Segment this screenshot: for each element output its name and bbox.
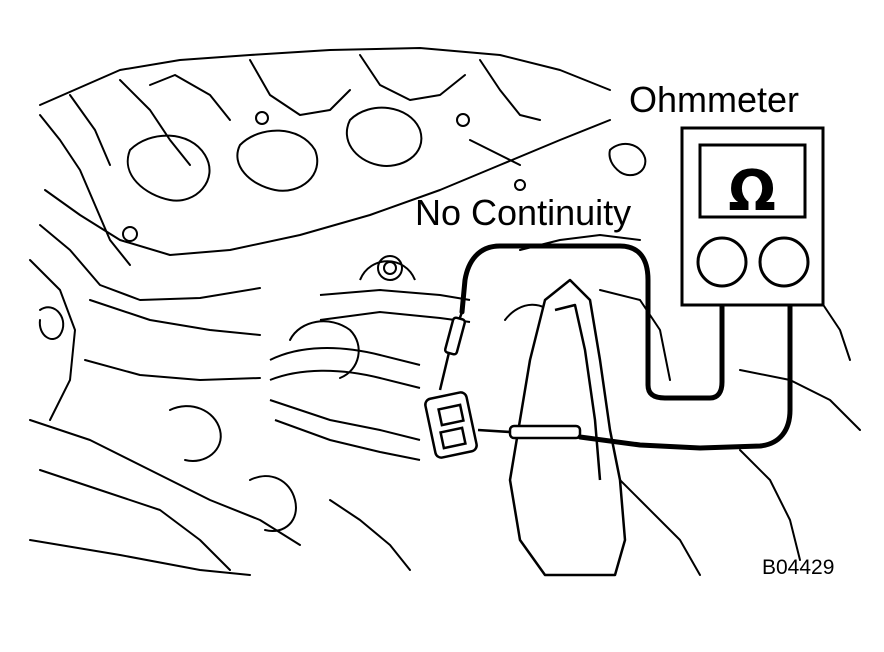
no-continuity-label: No Continuity	[415, 192, 632, 233]
ohmmeter-terminal-right	[758, 236, 810, 288]
ohmmeter-label: Ohmmeter	[629, 79, 800, 120]
sensor-connector	[424, 391, 478, 459]
probe-upper	[438, 311, 467, 391]
ohm-symbol: Ω	[728, 159, 776, 224]
ohmmeter-display	[698, 143, 807, 219]
ohmmeter: Ω	[680, 126, 825, 307]
probe-lower	[477, 424, 582, 440]
engine-block-outline	[29, 47, 861, 576]
figure-code: B04429	[762, 556, 835, 579]
ohmmeter-terminal-left	[696, 236, 748, 288]
test-leads	[459, 243, 793, 451]
